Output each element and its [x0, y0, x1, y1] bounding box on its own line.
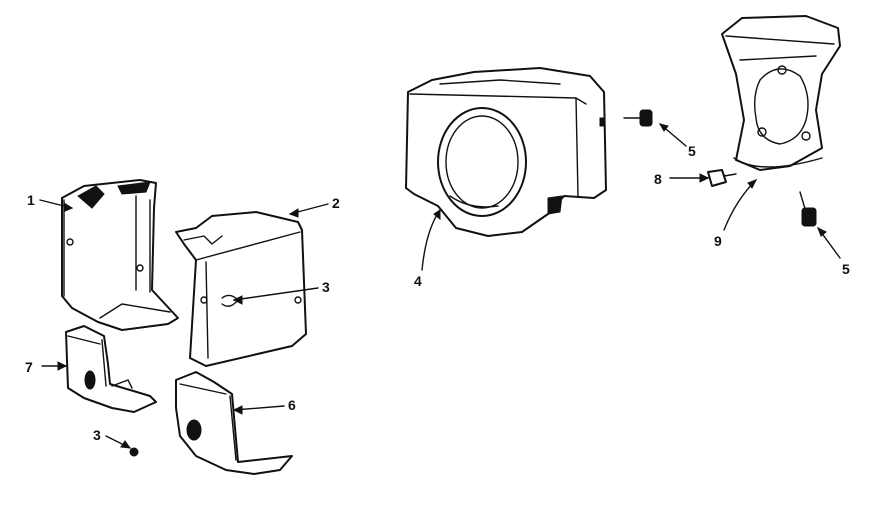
- callout-2: 2: [332, 195, 340, 211]
- part-6-lower-shroud: [175, 371, 293, 475]
- leader-arrowheads: [57, 123, 827, 449]
- fasteners: [129, 109, 817, 457]
- part-7-lower-cover: [65, 325, 157, 413]
- callout-4: 4: [414, 273, 422, 289]
- callout-9: 9: [714, 233, 722, 249]
- callout-1: 1: [27, 192, 35, 208]
- callout-6: 6: [288, 397, 296, 413]
- leader-4: [421, 209, 441, 271]
- part-9-backplate: [721, 15, 841, 171]
- callout-labels: 1 2 3 7 6 3 4 5 8 9 5: [25, 143, 850, 443]
- part-2-side-shroud: [175, 211, 307, 367]
- part-4-blower-housing: [405, 67, 607, 237]
- callout-5-lower: 5: [842, 261, 850, 277]
- callout-5-upper: 5: [688, 143, 696, 159]
- callout-3-upper: 3: [322, 279, 330, 295]
- leader-3a: [233, 287, 319, 301]
- callout-3-lower: 3: [93, 427, 101, 443]
- callout-8: 8: [654, 171, 662, 187]
- part-1-shroud-panel: [61, 179, 179, 331]
- callout-7: 7: [25, 359, 33, 375]
